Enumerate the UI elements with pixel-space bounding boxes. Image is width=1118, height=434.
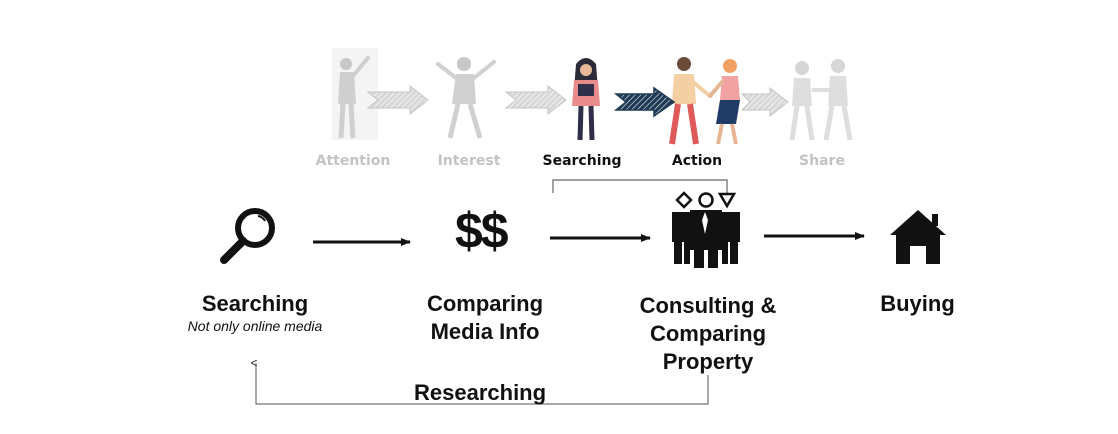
- stage-arrow-4-icon: [740, 86, 789, 118]
- stage-label-attention: Attention: [315, 153, 391, 169]
- searching-figure-icon: [572, 58, 600, 141]
- step-title-searching: Searching: [201, 291, 309, 316]
- researching-label: Researching: [414, 380, 547, 405]
- stage-label-share: Share: [799, 153, 845, 169]
- magnifier-icon: [220, 208, 275, 264]
- stage-arrow-1-icon: [366, 84, 429, 116]
- stage-arrow-2-icon: [504, 84, 567, 116]
- house-icon: [890, 210, 946, 264]
- stage-label-searching: Searching: [542, 153, 622, 169]
- stage-arrow-3-icon: [613, 86, 676, 118]
- action-figures-icon: [669, 57, 740, 145]
- interest-figure-icon: [436, 57, 496, 139]
- step-title-consulting: Consulting & Comparing Property: [639, 293, 777, 374]
- stage-bracket: [552, 179, 728, 193]
- share-figures-icon: [789, 59, 853, 141]
- stage-label-interest: Interest: [437, 153, 501, 169]
- stage-label-action: Action: [671, 153, 723, 169]
- process-flow: [220, 191, 946, 405]
- step-title-comparing: Comparing Media Info: [426, 291, 544, 344]
- researching-loop-arrow: [256, 363, 709, 405]
- step-subtitle-searching: Not only online media: [187, 318, 323, 334]
- step-title-buying: Buying: [880, 291, 955, 316]
- stage-illustrations: [332, 48, 853, 193]
- people-group-icon: [672, 191, 740, 268]
- dollar-icon: $$: [455, 203, 509, 259]
